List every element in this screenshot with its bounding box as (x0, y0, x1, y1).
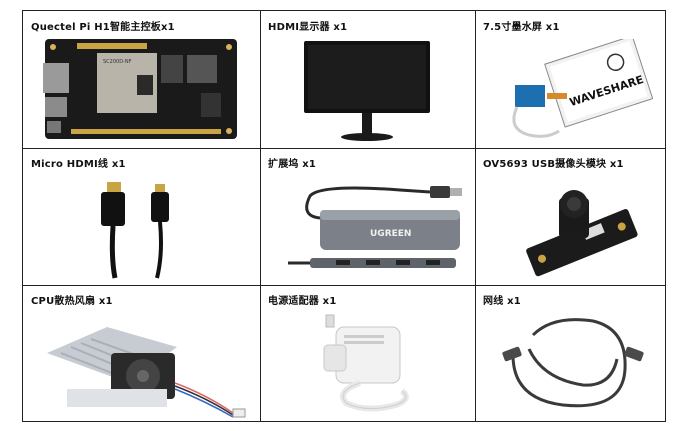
item-cell-monitor: HDMI显示器 x1 (260, 11, 475, 148)
power-adapter-image (323, 314, 409, 412)
micro-hdmi-cable-image (101, 182, 169, 279)
item-label: 7.5寸墨水屏 x1 (483, 22, 560, 33)
board-chip-text: SC200D-NF (103, 59, 132, 65)
item-cell-camera: OV5693 USB摄像头模块 x1 (475, 148, 667, 285)
network-cable-image (502, 318, 644, 408)
accessory-grid: Quectel Pi H1智能主控板x1 SC200D-NF HDMI显示器 x… (22, 10, 666, 422)
item-label: Quectel Pi H1智能主控板x1 (31, 22, 175, 33)
usb-hub-image: UGREEN (288, 186, 462, 268)
mainboard-image: SC200D-NF (43, 39, 237, 139)
item-label: HDMI显示器 x1 (268, 22, 348, 33)
grid-divider (260, 11, 261, 421)
camera-module-image (526, 190, 638, 277)
grid-divider (23, 285, 665, 286)
item-label: 网线 x1 (483, 296, 521, 307)
item-cell-mainboard: Quectel Pi H1智能主控板x1 SC200D-NF (23, 11, 260, 148)
item-label: OV5693 USB摄像头模块 x1 (483, 159, 624, 170)
grid-divider (475, 11, 476, 421)
item-label: CPU散热风扇 x1 (31, 296, 113, 307)
grid-divider (23, 148, 665, 149)
item-label: Micro HDMI线 x1 (31, 159, 126, 170)
item-cell-power-adapter: 电源适配器 x1 (260, 285, 475, 422)
cpu-fan-image (47, 327, 246, 418)
item-label: 扩展坞 x1 (268, 159, 317, 170)
item-cell-network-cable: 网线 x1 (475, 285, 667, 422)
item-cell-usb-hub: 扩展坞 x1 UGREEN (260, 148, 475, 285)
monitor-image (304, 41, 430, 141)
item-cell-eink: 7.5寸墨水屏 x1 WAVESHARE (475, 11, 667, 148)
hub-brand-text: UGREEN (370, 229, 411, 239)
item-cell-micro-hdmi: Micro HDMI线 x1 (23, 148, 260, 285)
item-cell-cpu-fan: CPU散热风扇 x1 (23, 285, 260, 422)
eink-image: WAVESHARE (512, 39, 653, 138)
item-label: 电源适配器 x1 (268, 296, 337, 307)
